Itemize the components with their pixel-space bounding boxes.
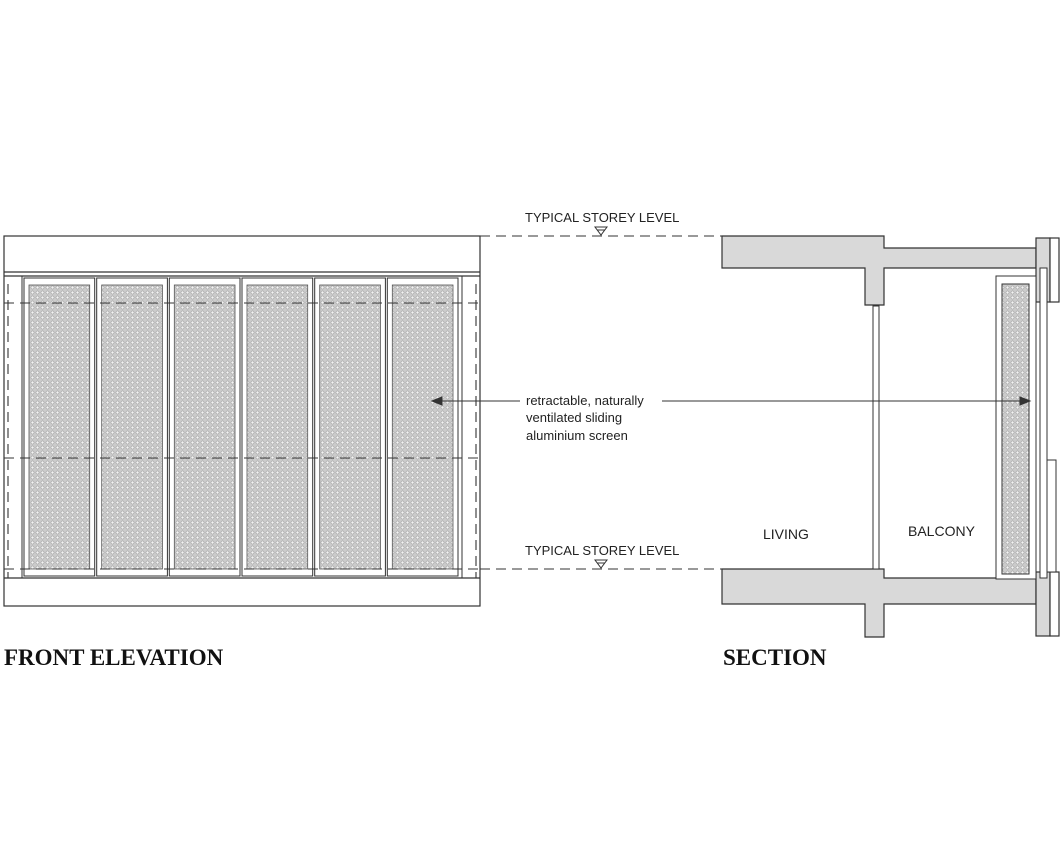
screen-panel: [28, 284, 91, 570]
elevation-dashed-lines: [4, 284, 480, 578]
elevation-outline: [3, 235, 481, 607]
front-elevation: [3, 235, 481, 607]
screen-panels: [23, 277, 459, 577]
callout-text: retractable, naturally ventilated slidin…: [526, 393, 647, 443]
upper-slab: [721, 235, 1037, 306]
screen-panel: [319, 284, 381, 570]
section-screen: [1001, 283, 1030, 575]
screen-panel: [101, 284, 163, 570]
level-lines: [480, 235, 722, 570]
screen-panel: [173, 284, 236, 570]
screen-panel: [391, 284, 454, 570]
front-elevation-title: FRONT ELEVATION: [4, 645, 224, 670]
balcony-label: BALCONY: [908, 523, 976, 539]
section-title: SECTION: [723, 645, 827, 670]
screen-frame: [21, 275, 463, 579]
lower-edge-upstand: [1035, 571, 1051, 637]
balustrade-post: [1039, 267, 1048, 579]
sliding-door: [872, 305, 880, 570]
living-label: LIVING: [763, 526, 809, 542]
level-markers: [594, 226, 608, 569]
section: [721, 235, 1060, 638]
lower-level-label: TYPICAL STOREY LEVEL: [525, 543, 679, 558]
balustrade-post-lower: [1046, 459, 1057, 573]
upper-level-label: TYPICAL STOREY LEVEL: [525, 210, 679, 225]
lower-slab: [721, 568, 1037, 638]
arrow-right-icon: [1019, 396, 1032, 406]
upper-level-marker-icon: [594, 226, 608, 236]
screen-panel: [246, 284, 309, 570]
lower-edge-flashing: [1049, 571, 1060, 637]
lower-level-marker-icon: [594, 559, 608, 569]
arrow-left-icon: [430, 396, 443, 406]
callout-leader: [430, 396, 1032, 406]
upper-edge-flashing: [1049, 237, 1060, 303]
